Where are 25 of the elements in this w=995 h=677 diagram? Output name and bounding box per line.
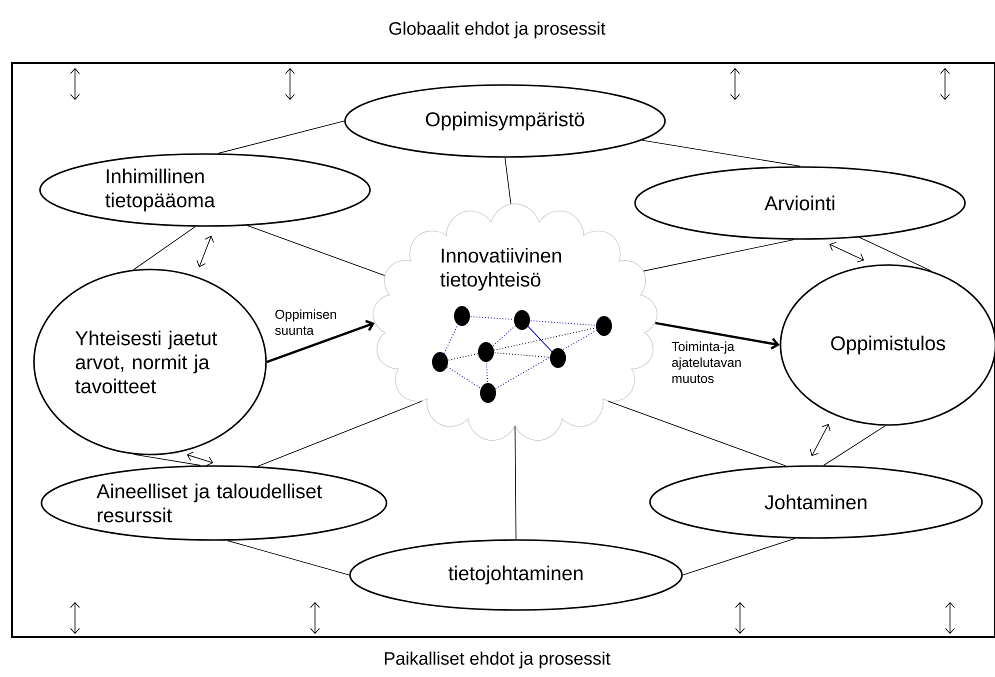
double-arrow bbox=[196, 236, 214, 268]
connector-line bbox=[504, 157, 512, 204]
connector-line bbox=[218, 120, 345, 154]
connector-line bbox=[133, 226, 196, 270]
connector-line bbox=[257, 400, 422, 467]
connector-line bbox=[133, 454, 201, 466]
edge-label: Toiminta-ja ajatelutavan muutos bbox=[672, 342, 741, 384]
arrow bbox=[266, 320, 375, 364]
edge-label: Oppimisen suunta bbox=[275, 309, 336, 335]
title: Globaalit ehdot ja prosessit bbox=[389, 22, 606, 38]
connector-line bbox=[859, 236, 932, 272]
connector-line bbox=[227, 540, 350, 576]
connector-line bbox=[643, 239, 794, 272]
connector-line bbox=[682, 538, 796, 576]
connector-line bbox=[247, 225, 386, 276]
community-cloud: Innovatiivinen tietoyhteisö bbox=[372, 204, 658, 441]
connector-line bbox=[642, 140, 800, 167]
double-arrow bbox=[810, 424, 830, 456]
connector-line bbox=[823, 425, 886, 466]
double-arrow bbox=[829, 242, 864, 262]
double-arrow bbox=[186, 452, 214, 466]
arrow bbox=[655, 322, 780, 350]
node-label: Oppimistulos bbox=[831, 336, 946, 354]
caption-text: Paikalliset ehdot ja prosessit bbox=[384, 652, 610, 668]
connector-line bbox=[608, 400, 786, 466]
